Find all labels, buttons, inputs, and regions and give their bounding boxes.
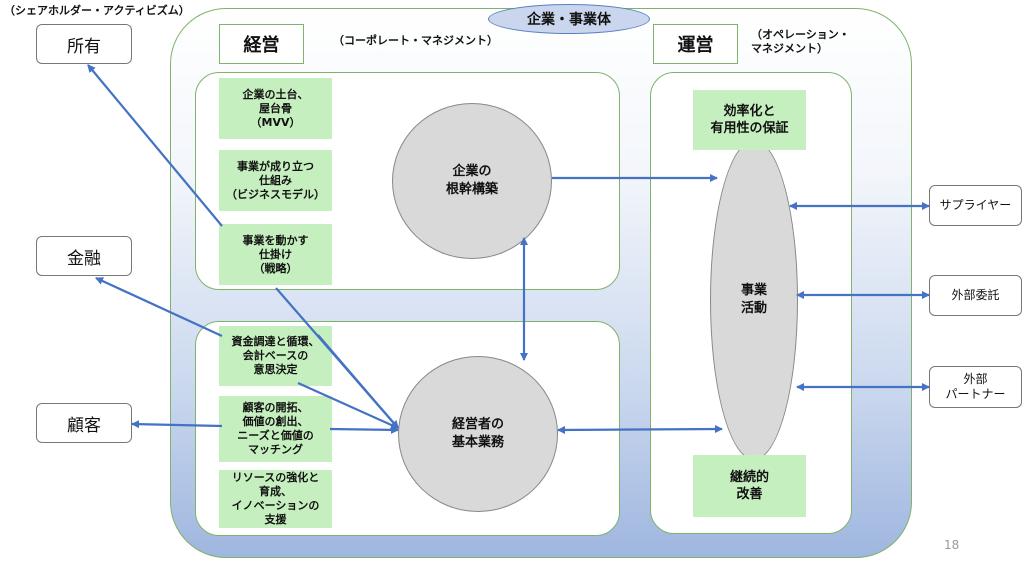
business-activity-ellipse: 事業 活動 — [710, 140, 798, 460]
arrow-finance-to-finance-external — [95, 277, 223, 337]
supplier-box: サプライヤー — [929, 185, 1022, 226]
operations-header: 運営 — [653, 24, 738, 64]
operations-subtitle: （オペレーション・ マネジメント） — [751, 28, 850, 55]
management-header: 経営 — [219, 24, 304, 64]
shareholder-activism-label: （シェアホルダー・アクティビズム） — [4, 4, 190, 17]
enterprise-label: 企業・事業体 — [488, 4, 650, 34]
efficiency-box: 効率化と 有用性の保証 — [693, 90, 806, 150]
arrow-finance-bottom-to-executive — [297, 381, 399, 430]
finance-box: 資金調達と循環、 会計ベースの 意思決定 — [219, 326, 332, 386]
customer-external-box: 顧客 — [36, 403, 132, 443]
arrow-customer-to-executive — [329, 425, 399, 434]
arrow-finance-to-executive — [317, 334, 399, 429]
management-subtitle: （コーポレート・マネジメント） — [333, 34, 498, 47]
outsourcing-box: 外部委託 — [929, 275, 1022, 316]
executive-duties-circle: 経営者の 基本業務 — [398, 356, 558, 512]
strategy-box: 事業を動かす 仕掛け （戦略） — [219, 224, 332, 285]
mvv-box: 企業の土台、 屋台骨 （MVV） — [219, 78, 332, 139]
customer-box: 顧客の開拓、 価値の創出、 ニーズと価値の マッチング — [219, 396, 332, 462]
arrow-strategy-to-ownership — [87, 64, 223, 227]
continuous-improvement-box: 継続的 改善 — [693, 455, 806, 517]
arrow-customer-to-customer-external — [131, 420, 223, 429]
finance-external-box: 金融 — [36, 236, 132, 276]
business-model-box: 事業が成り立つ 仕組み （ビジネスモデル） — [219, 150, 332, 211]
ownership-box: 所有 — [36, 24, 132, 64]
page-number: 18 — [944, 538, 960, 552]
resource-box: リソースの強化と 育成、 イノベーションの 支援 — [219, 470, 332, 528]
corporate-foundation-circle: 企業の 根幹構築 — [392, 103, 552, 259]
arrow-executive-operations — [557, 425, 723, 434]
